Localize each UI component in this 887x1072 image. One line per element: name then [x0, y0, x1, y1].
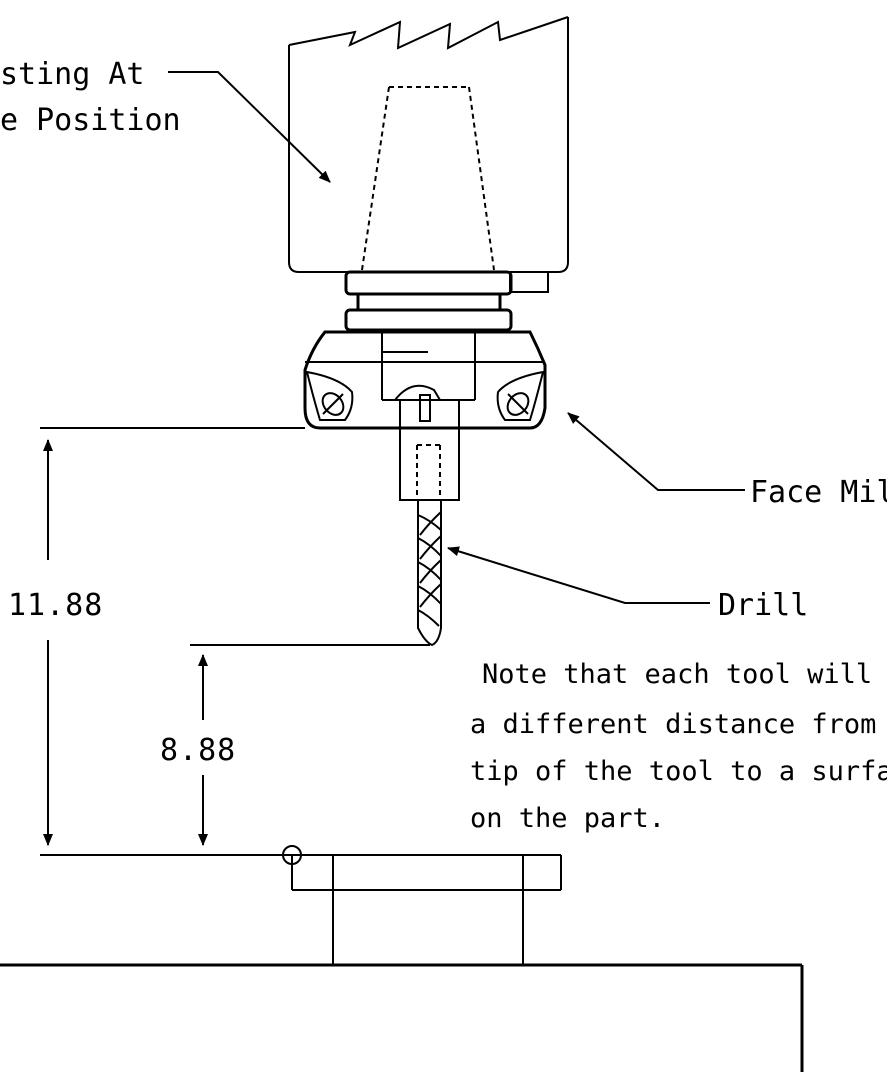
insert-center — [394, 384, 441, 422]
leader-lines — [168, 71, 745, 604]
spindle-housing — [288, 16, 569, 293]
spindle-label-line1: sting At — [0, 57, 145, 92]
dimension-face-mill — [40, 427, 305, 856]
spindle-label-line2: e Position — [0, 103, 181, 138]
note-line-4: on the part. — [470, 803, 665, 834]
note-line-2: a different distance from th — [470, 709, 887, 740]
insert-left — [305, 370, 354, 421]
drill-label: Drill — [718, 588, 808, 623]
face-mill-label: Face Mill — [750, 475, 887, 510]
dimension-drill — [190, 644, 430, 846]
workpiece — [282, 845, 562, 965]
drill-bit — [417, 499, 442, 647]
note-line-3: tip of the tool to a surface — [470, 756, 887, 787]
holder-flange — [344, 270, 513, 332]
machine-table — [0, 963, 804, 1072]
face-mill-body — [303, 330, 547, 430]
dimension-face-mill-value: 11.88 — [8, 588, 103, 623]
note-line-1: Note that each tool will hav — [482, 659, 887, 690]
dimension-drill-value: 8.88 — [160, 733, 236, 768]
tool-holder-taper — [361, 86, 495, 271]
insert-right — [496, 370, 545, 421]
